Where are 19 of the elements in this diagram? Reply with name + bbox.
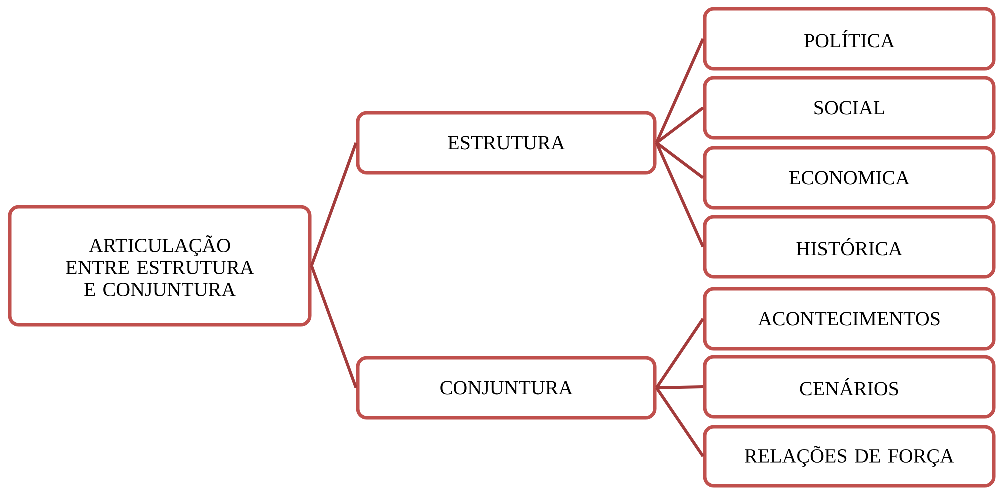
connector-line — [656, 106, 704, 144]
connector-line — [655, 142, 705, 248]
connector-line — [656, 142, 704, 180]
connector-line — [656, 386, 704, 390]
text-box: ECONOMICA — [703, 146, 996, 210]
text-box: ESTRUTURA — [356, 111, 657, 175]
connector-line — [655, 38, 705, 144]
connector-line — [310, 266, 358, 389]
text-box: CENÁRIOS — [703, 355, 996, 419]
text-box: ACONTECIMENTOS — [703, 287, 996, 351]
connector-line — [310, 142, 358, 267]
text-box: CONJUNTURA — [356, 356, 657, 420]
connector-line — [656, 318, 704, 389]
text-box: HISTÓRICA — [703, 215, 996, 279]
text-box: SOCIAL — [703, 76, 996, 140]
text-box: POLÍTICA — [703, 7, 996, 71]
connector-line — [656, 387, 704, 458]
text-box: RELAÇÕES DE FORÇA — [703, 425, 996, 488]
text-box: ARTICULAÇÃO ENTRE ESTRUTURA E CONJUNTURA — [8, 205, 312, 327]
